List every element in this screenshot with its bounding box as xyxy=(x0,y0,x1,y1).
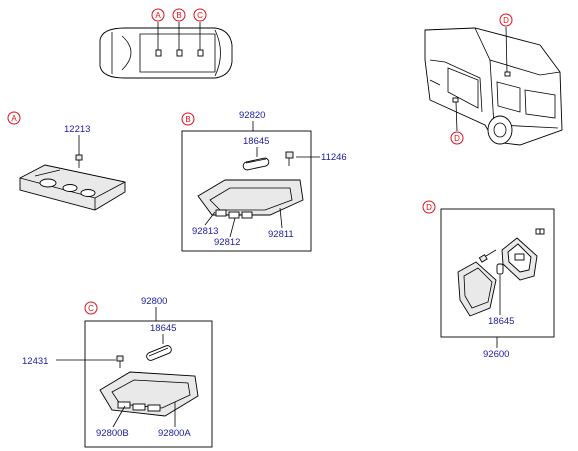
screw-11246 xyxy=(285,151,294,166)
part-number-92820: 92820 xyxy=(239,110,265,121)
room-lamp-assembly-a xyxy=(19,164,126,211)
callout-c-label: C xyxy=(197,11,203,20)
bulb-18645-b xyxy=(242,157,270,171)
callout-c-section[interactable]: C xyxy=(84,301,98,315)
part-number-18645-d: 18645 xyxy=(488,316,514,327)
callout-b-section[interactable]: B xyxy=(181,112,195,126)
cargo-lamp-lens-d xyxy=(457,261,497,317)
part-number-92800b: 92800B xyxy=(96,428,129,439)
callout-b-label: B xyxy=(185,115,190,124)
part-number-18645-c: 18645 xyxy=(150,323,176,334)
bulb-18645-c xyxy=(146,345,172,361)
section-b-frame xyxy=(181,130,312,252)
part-number-18645-b: 18645 xyxy=(243,136,269,147)
screw-d xyxy=(478,249,497,263)
part-number-92600: 92600 xyxy=(483,349,509,360)
vehicle-rear-view xyxy=(424,26,563,146)
section-c-frame xyxy=(84,320,213,448)
callout-c-label: C xyxy=(88,304,94,313)
callout-a-section[interactable]: A xyxy=(7,111,21,125)
part-number-11246: 11246 xyxy=(321,152,347,163)
part-number-92811: 92811 xyxy=(268,229,294,240)
part-number-92813: 92813 xyxy=(192,226,218,237)
callout-b-label: B xyxy=(176,11,181,20)
callout-d-roof[interactable]: D xyxy=(499,13,513,27)
callout-d-label: D xyxy=(426,203,432,212)
part-number-12431: 12431 xyxy=(22,356,48,367)
room-lamp-assembly-c xyxy=(99,371,199,417)
callout-d-label: D xyxy=(503,16,509,25)
callout-c-top[interactable]: C xyxy=(193,8,207,22)
part-number-92800a: 92800A xyxy=(158,428,191,439)
screw-12213 xyxy=(75,154,83,168)
callout-a-label: A xyxy=(11,114,17,123)
callout-d-label: D xyxy=(454,134,460,143)
bulb-18645-d xyxy=(496,263,504,275)
callout-d-side[interactable]: D xyxy=(450,131,464,145)
cargo-lamp-housing-d xyxy=(501,228,545,281)
vehicle-top-view xyxy=(99,22,233,79)
section-d-frame xyxy=(440,208,555,338)
callout-a-top[interactable]: A xyxy=(151,8,165,22)
part-number-92812: 92812 xyxy=(214,237,240,248)
screw-12431 xyxy=(116,355,124,368)
callout-a-label: A xyxy=(155,11,161,20)
part-number-12213: 12213 xyxy=(64,124,90,135)
map-lamp-assembly-b xyxy=(197,179,304,219)
callout-b-top[interactable]: B xyxy=(172,8,186,22)
part-number-92800: 92800 xyxy=(141,296,167,307)
callout-d-section[interactable]: D xyxy=(422,200,436,214)
